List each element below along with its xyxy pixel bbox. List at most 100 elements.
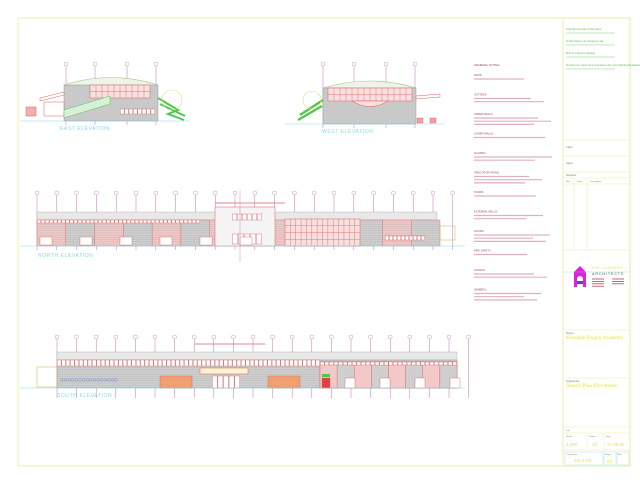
grid-bubble (466, 334, 471, 340)
window (228, 375, 235, 389)
grid-bubble (371, 190, 376, 196)
window (447, 361, 453, 366)
grid-bubble (212, 190, 218, 196)
porthole-window (82, 378, 86, 382)
window (249, 359, 255, 367)
roof-canopy (322, 80, 417, 89)
drawing-no-value: XX-A-XX (574, 458, 592, 463)
grid-bubble (351, 190, 357, 196)
window (254, 359, 259, 367)
porthole-window (60, 378, 64, 382)
grid-bubble (63, 61, 69, 67)
window (65, 359, 71, 367)
window (118, 219, 123, 224)
grid-bubble (410, 190, 416, 196)
window (385, 235, 389, 241)
door (199, 236, 213, 246)
window (87, 359, 92, 367)
window (92, 359, 97, 367)
grid-bubble (231, 334, 236, 340)
window (49, 219, 54, 224)
grid-bubble (450, 190, 456, 196)
rev-col-description: Description (590, 180, 602, 183)
window (425, 361, 430, 366)
porthole-window (74, 378, 78, 382)
rev-value: - (622, 459, 624, 464)
door (39, 236, 53, 246)
arched-glazing (351, 100, 389, 107)
window (114, 219, 119, 224)
door (239, 236, 253, 246)
window (210, 359, 215, 367)
door (159, 236, 173, 246)
window (144, 359, 149, 367)
grid-bubble (152, 334, 158, 340)
window (257, 213, 262, 221)
window (241, 359, 246, 367)
window (126, 219, 131, 224)
grid-bubble (412, 61, 418, 67)
window (120, 108, 125, 115)
drawing-no-label: Drawing no (567, 454, 578, 456)
window (187, 219, 192, 224)
window (114, 359, 119, 367)
door (119, 236, 133, 246)
drawing-title-label: Drawing title (566, 380, 580, 383)
window (413, 235, 417, 241)
window (155, 219, 160, 224)
firm-subtitle: ARCHITECTS (592, 272, 624, 276)
window (206, 359, 211, 367)
grid-bubble (93, 334, 99, 340)
grid-bubble (309, 334, 315, 340)
window (329, 361, 334, 366)
grid-bubble (124, 61, 130, 67)
window (65, 219, 70, 224)
grid-bubble (74, 334, 79, 340)
window (105, 359, 110, 367)
window (247, 213, 252, 221)
window (411, 361, 416, 366)
window (389, 235, 393, 241)
rev-col-date: Date (577, 180, 582, 183)
grid-bubble (133, 334, 138, 340)
grid-bubble (289, 334, 295, 340)
stair-curve (161, 89, 183, 111)
window (127, 359, 132, 367)
project-label: Project (566, 332, 574, 335)
grid-bubble (113, 334, 119, 340)
window (192, 359, 198, 367)
window (212, 375, 218, 389)
dwg-no-value: 03 (607, 459, 612, 464)
note-heading: ACCESS: (474, 268, 486, 272)
window (157, 359, 163, 367)
date-value: 21-08-06 (607, 442, 625, 447)
porthole-window (103, 378, 107, 382)
window (429, 361, 435, 366)
window (214, 359, 220, 367)
shutter-door (267, 375, 301, 389)
porthole-window (110, 378, 114, 382)
west-elevation (285, 61, 445, 128)
grid-bubble (329, 334, 334, 340)
window (61, 359, 66, 367)
side-annex (36, 366, 58, 388)
grid-bubble (94, 190, 99, 196)
east-elevation-label: EAST ELEVATION (60, 126, 110, 132)
window (179, 359, 185, 367)
window (57, 219, 62, 224)
window (53, 219, 58, 224)
window (134, 219, 139, 224)
window (163, 219, 168, 224)
title-block-note: All work to be carried out in accordance… (566, 64, 640, 67)
note-heading: GLAZING: (474, 151, 486, 155)
grid-bubble (351, 61, 357, 67)
window (338, 361, 343, 366)
window (167, 219, 172, 224)
window (141, 108, 147, 115)
window (417, 235, 421, 241)
window (197, 359, 202, 367)
window (166, 359, 171, 367)
porthole-window (78, 378, 82, 382)
window (98, 219, 103, 224)
